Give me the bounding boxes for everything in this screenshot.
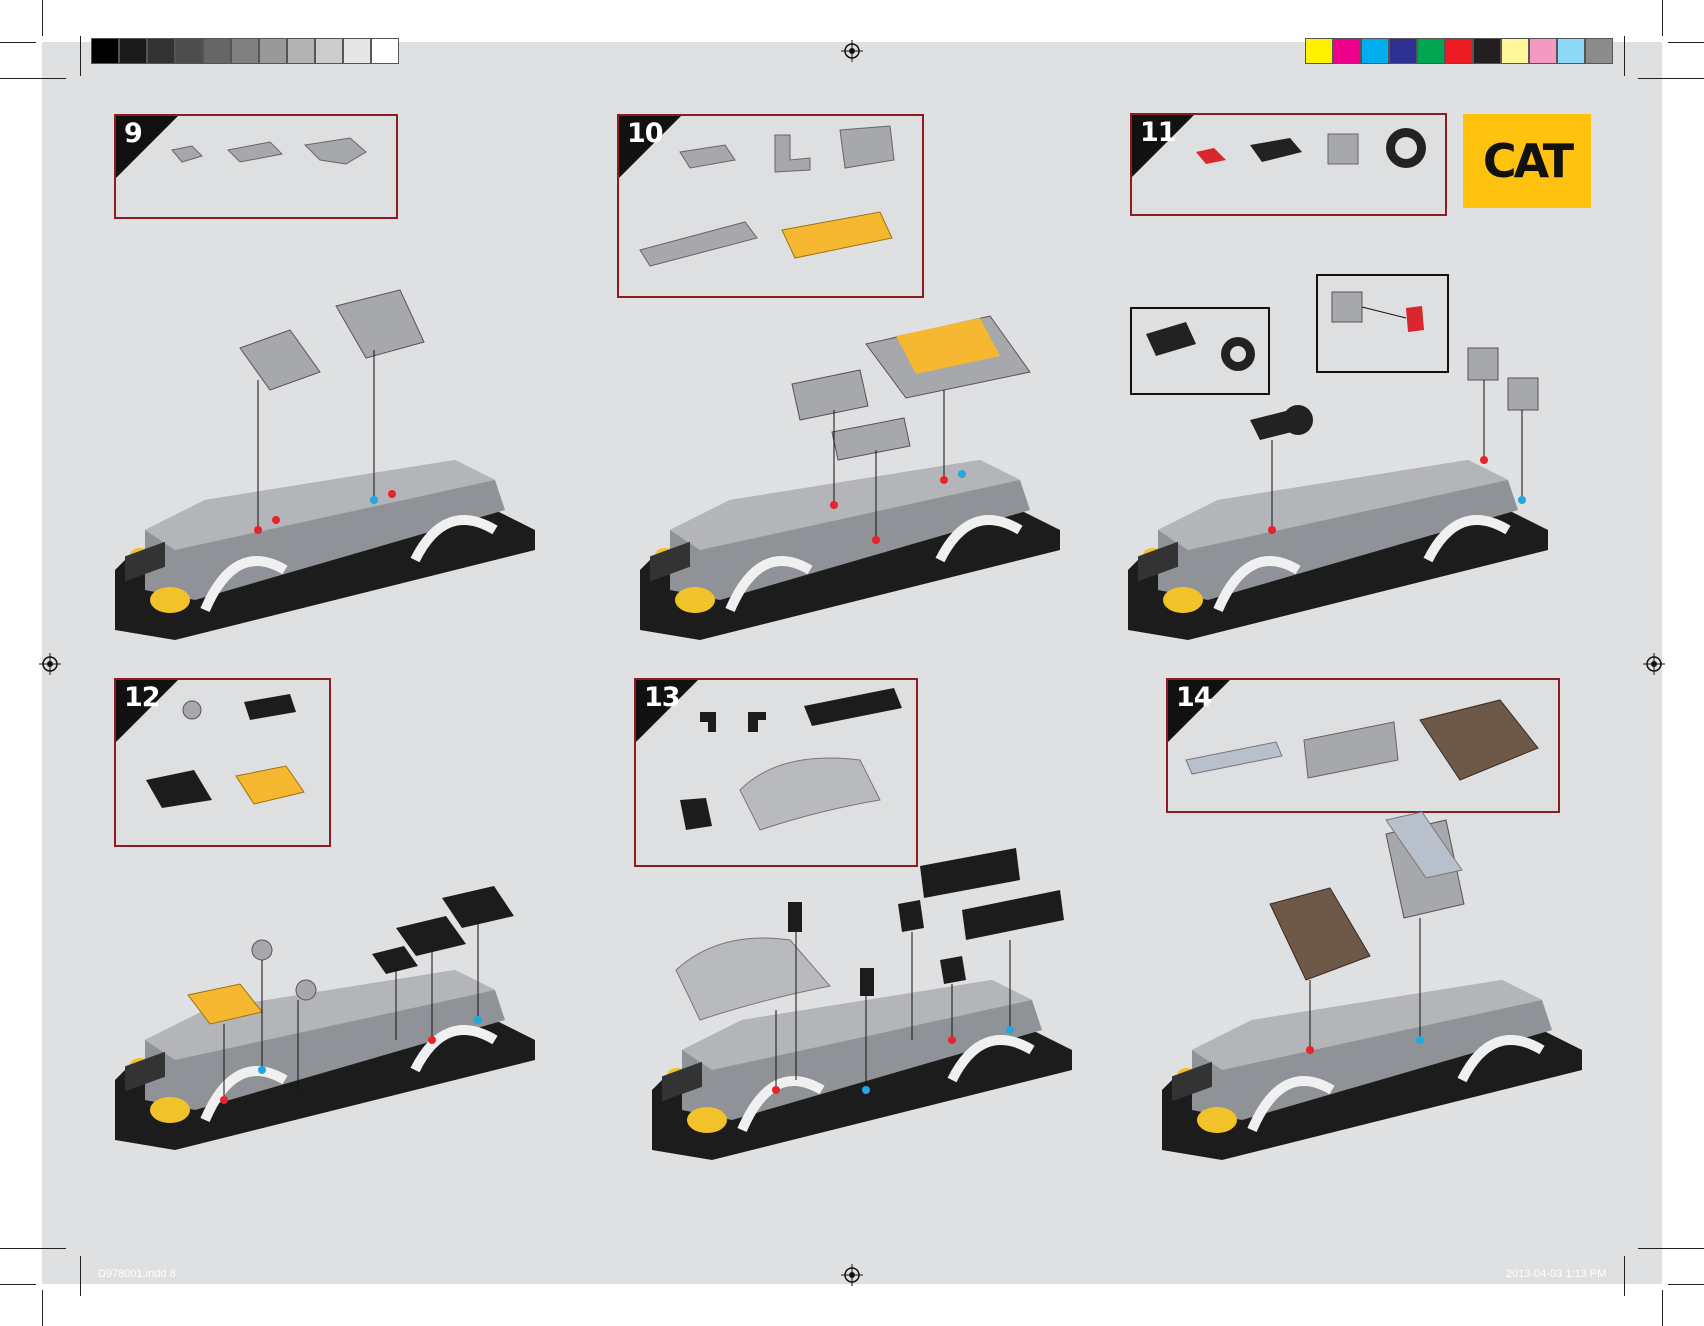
step-13-parts	[680, 688, 902, 830]
car-assembly-step-12	[115, 970, 535, 1150]
step-9-parts	[172, 138, 366, 164]
step-10-parts	[640, 126, 894, 266]
footer-datetime: 2013-04-03 1:13 PM	[1506, 1268, 1606, 1280]
step-12-parts	[146, 694, 304, 808]
car-assembly-step-14	[1162, 980, 1582, 1160]
car-assembly-step-9	[115, 460, 535, 640]
car-assembly-step-10	[640, 460, 1060, 640]
step-14-parts	[1186, 700, 1538, 780]
step-11-parts	[1196, 128, 1426, 168]
footer-file-name: D978001.indd 8	[98, 1268, 176, 1280]
car-assembly-step-11	[1128, 460, 1548, 640]
